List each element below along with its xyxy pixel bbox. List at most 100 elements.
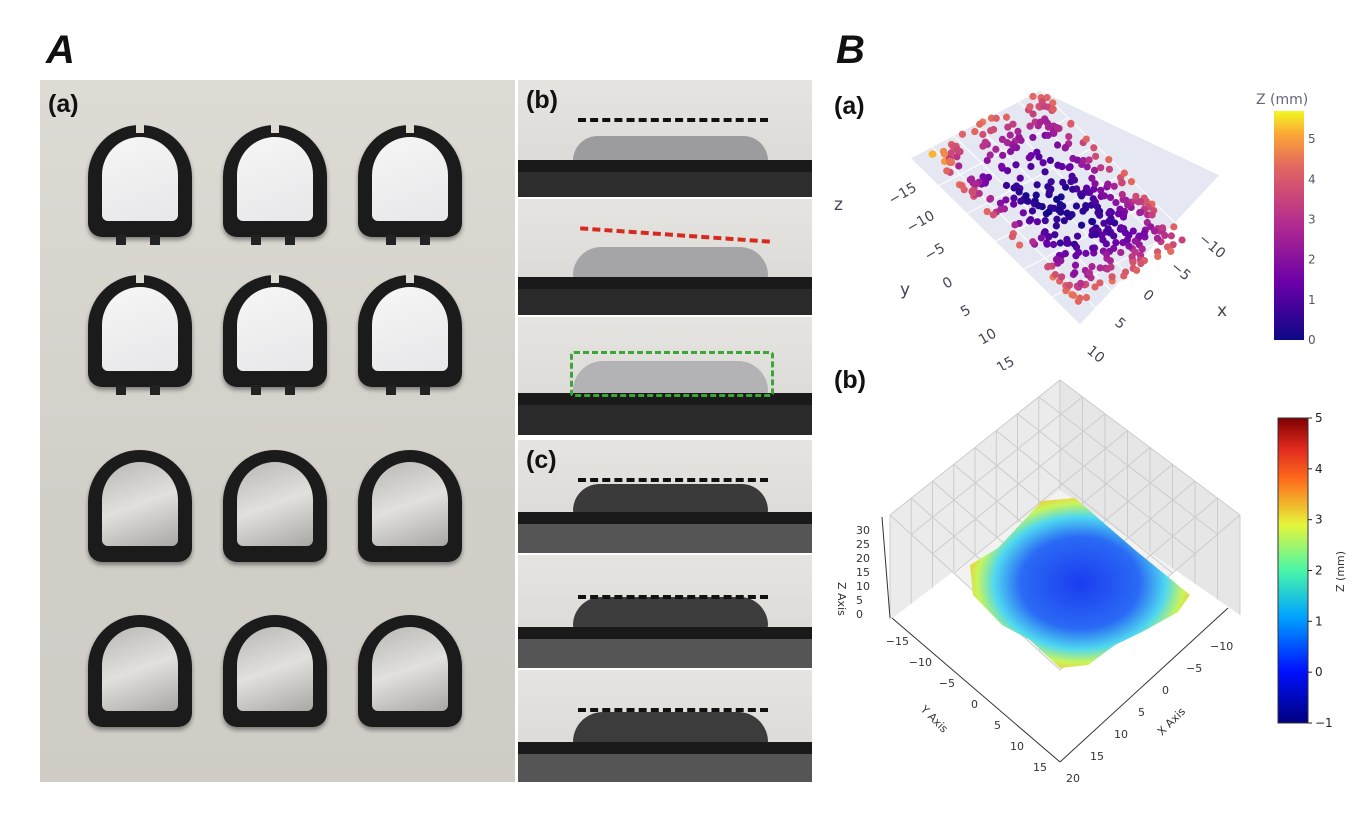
data-point [1079,156,1087,165]
photo-side-c1: (c) [518,440,812,553]
x-axis-title: X Axis [1155,705,1188,738]
data-point [984,173,993,181]
data-point [1033,218,1042,226]
data-point [1112,239,1120,247]
sensor-holder [88,123,192,245]
data-point [1167,232,1175,240]
data-point [1107,214,1115,223]
colorbar-title: Z (mm) [1334,551,1347,592]
data-point [1088,263,1096,271]
data-point [1010,200,1018,208]
data-point [953,146,962,154]
data-point [1015,133,1023,141]
colorbar-tick: 2 [1315,564,1323,578]
data-point [1051,270,1059,279]
data-point [1110,232,1118,240]
data-point [999,151,1007,159]
data-point [1077,192,1086,200]
data-point [1132,192,1140,200]
data-point [1067,119,1075,128]
data-point [1102,250,1111,258]
reference-line-black [578,478,768,482]
data-point [1100,219,1108,227]
x-tick-label: 0 [1162,684,1169,697]
data-point [1097,164,1105,172]
data-point [1029,238,1037,246]
colorbar-title: Z (mm) [1256,92,1308,108]
data-point [1073,156,1082,164]
x-tick-label: −10 [1195,231,1228,262]
data-point [1082,135,1090,143]
data-point [1138,245,1146,253]
data-point [1120,169,1128,177]
data-point [1169,241,1177,249]
data-point [1127,178,1136,186]
data-point [1069,291,1078,299]
plot-a-label: (a) [834,92,865,120]
data-point [1026,103,1034,111]
data-point [989,211,997,219]
data-point [1082,293,1091,302]
data-point [1019,209,1027,217]
data-point [1053,215,1061,223]
colorbar [1274,111,1304,340]
reference-line-black [578,595,768,599]
data-point [1136,197,1145,206]
data-point [947,149,955,157]
reference-line-black [578,708,768,712]
data-point [1090,185,1098,193]
data-point [1059,178,1067,187]
data-point [1093,203,1102,211]
data-point [998,162,1006,170]
data-point [971,127,979,136]
photo-side-c2 [518,555,812,668]
photo-holders-top-view: (a) [40,80,515,782]
data-point [976,120,984,128]
data-point [1065,132,1073,141]
data-point [1137,208,1145,216]
data-point [1084,188,1092,196]
data-point [992,145,1000,153]
data-point [1073,232,1082,240]
data-point [1061,249,1069,258]
y-tick-label: −5 [939,677,955,690]
y-tick-label: 0 [971,698,978,711]
data-point [1161,231,1169,239]
data-point [1063,239,1071,247]
data-point [1046,156,1054,165]
data-point [943,167,951,175]
z-tick-label: 0 [856,608,863,621]
data-point [955,162,963,170]
data-point [1050,204,1058,212]
data-point [1092,152,1100,160]
z-axis-title: z [834,195,843,215]
data-point [1009,120,1017,128]
data-point [1096,264,1104,272]
y-tick-label: 0 [940,274,956,292]
data-point [981,138,989,146]
data-point [1049,105,1057,113]
data-point [1150,227,1159,235]
data-point [1104,180,1112,188]
data-point [1120,211,1128,219]
data-point [1102,240,1110,248]
data-point [1027,151,1035,160]
data-point [1034,202,1043,210]
data-point [1082,249,1090,257]
data-point [1117,248,1125,257]
colorbar [1277,417,1309,724]
x-tick-label: −5 [1167,259,1193,285]
data-point [1029,92,1037,101]
x-tick-label: −10 [1210,640,1233,653]
data-point [1123,236,1131,244]
data-point [1072,202,1081,210]
data-point [1045,233,1053,241]
data-point [1148,211,1156,219]
plot-b-label: (b) [834,366,866,394]
z-tick-label: 20 [856,552,870,565]
data-point [1027,162,1035,171]
data-point [1038,98,1046,106]
data-point [1008,233,1016,241]
data-point [958,130,967,138]
